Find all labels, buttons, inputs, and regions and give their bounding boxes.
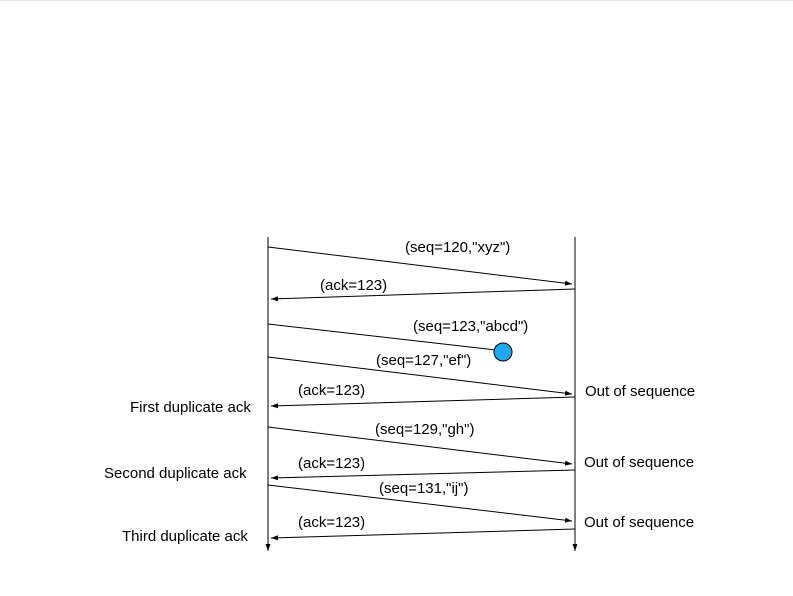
message-label-seq-120: (seq=120,"xyz") — [405, 239, 510, 256]
ack-arrow-2 — [270, 396, 576, 409]
ack-arrow-3 — [270, 469, 576, 481]
out-of-sequence-note-1: Out of sequence — [585, 383, 695, 400]
message-arrow-seq-120 — [267, 246, 573, 286]
message-arrow-seq-131 — [267, 484, 573, 523]
message-arrow-seq-129 — [267, 426, 573, 466]
message-label-seq-131: (seq=131,"ij") — [379, 480, 468, 497]
out-of-sequence-note-2: Out of sequence — [584, 454, 694, 471]
message-arrow-seq-127 — [267, 356, 573, 396]
third-duplicate-ack-note: Third duplicate ack — [122, 528, 248, 545]
ack-arrow-1 — [270, 288, 576, 302]
packet-loss-marker — [493, 342, 513, 362]
message-label-seq-123: (seq=123,"abcd") — [413, 318, 528, 335]
message-label-seq-129: (seq=129,"gh") — [375, 421, 474, 438]
ack-arrow-4 — [270, 528, 576, 541]
ack-label-1: (ack=123) — [320, 277, 387, 294]
ack-label-4: (ack=123) — [298, 514, 365, 531]
message-arrow-seq-123-lost — [267, 323, 497, 351]
second-duplicate-ack-note: Second duplicate ack — [104, 465, 247, 482]
ack-label-3: (ack=123) — [298, 455, 365, 472]
out-of-sequence-note-3: Out of sequence — [584, 514, 694, 531]
first-duplicate-ack-note: First duplicate ack — [130, 399, 251, 416]
ack-label-2: (ack=123) — [298, 382, 365, 399]
message-label-seq-127: (seq=127,"ef") — [376, 352, 471, 369]
